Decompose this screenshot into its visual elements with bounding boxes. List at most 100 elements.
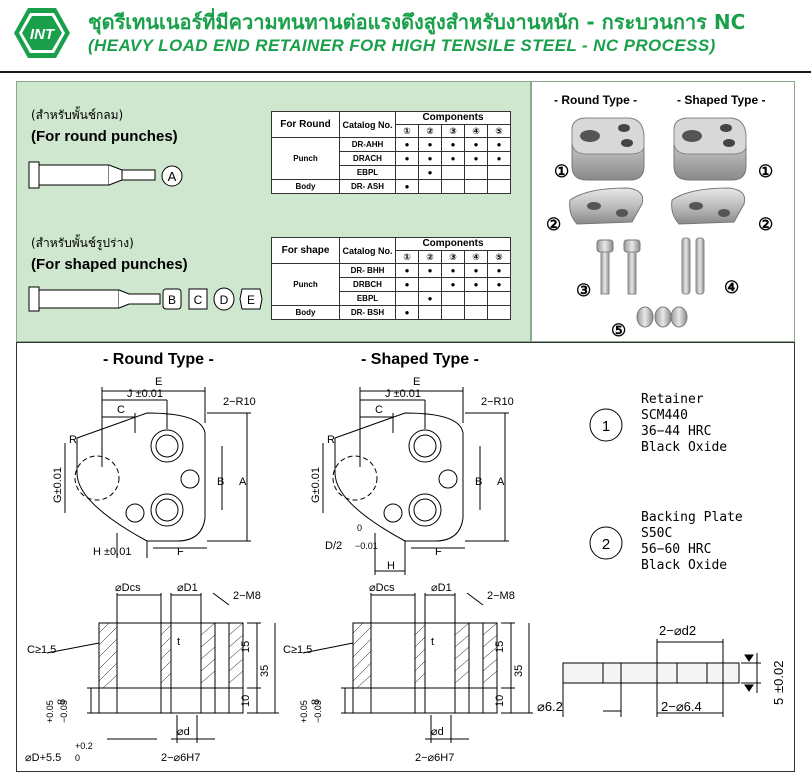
svg-text:C: C — [117, 404, 125, 416]
parts-illustration: ① ① ② ② ③ ④ ⑤ — [546, 117, 773, 340]
spec-backing-plate: Backing Plate S50C 56−60 HRC Black Oxide — [641, 510, 743, 573]
component-dot-cell — [395, 305, 419, 320]
title-english: (HEAVY LOAD END RETAINER FOR HIGH TENSIL… — [88, 36, 716, 55]
svg-text:8: 8 — [56, 699, 68, 705]
component-dot-cell — [418, 305, 442, 320]
round-section-labels: ⌀Dcs ⌀D1 2−M8 C≥1.5 t 15 35 10 +0.05 −0.… — [25, 582, 271, 764]
svg-text:2−R10: 2−R10 — [481, 396, 514, 408]
component-dot-cell — [487, 263, 511, 278]
svg-text:⌀D1: ⌀D1 — [177, 582, 198, 594]
svg-text:8: 8 — [310, 699, 322, 705]
svg-text:2−M8: 2−M8 — [233, 590, 261, 602]
component-dot-cell — [464, 151, 488, 166]
svg-text:E: E — [247, 293, 255, 307]
shape-b-icon — [162, 288, 182, 310]
svg-text:+0.05: +0.05 — [299, 700, 309, 723]
svg-text:⌀d: ⌀d — [431, 726, 444, 738]
round-label-thai: (สำหรับพั้นช์กลม) — [31, 108, 124, 122]
svg-text:R: R — [327, 434, 335, 446]
photo-label-3: ③ — [576, 281, 591, 300]
component-dot-cell — [487, 151, 511, 166]
drawing-shaped-title: - Shaped Type - — [361, 351, 479, 368]
component-dot-cell — [395, 179, 419, 194]
round-plan-view — [64, 387, 251, 558]
svg-text:2−⌀6H7: 2−⌀6H7 — [161, 752, 200, 764]
svg-text:10: 10 — [494, 695, 506, 707]
svg-text:F: F — [177, 546, 184, 558]
svg-text:A: A — [239, 476, 247, 488]
photo-label-2a: ② — [546, 215, 561, 234]
svg-text:⌀6.2: ⌀6.2 — [537, 699, 563, 714]
svg-text:−0.03: −0.03 — [313, 700, 323, 723]
svg-text:D/2: D/2 — [325, 540, 342, 552]
shaped-section-hatch — [352, 622, 498, 689]
svg-text:J ±0.01: J ±0.01 — [127, 388, 163, 400]
component-dot-cell — [487, 277, 511, 292]
component-dot-cell — [487, 291, 511, 306]
header-divider — [0, 71, 811, 73]
component-dot-cell — [418, 137, 442, 152]
photo-label-4: ④ — [724, 278, 739, 297]
svg-text:15: 15 — [494, 641, 506, 653]
dowel-pins-photo — [681, 237, 705, 295]
svg-text:2−M8: 2−M8 — [487, 590, 515, 602]
svg-text:C: C — [194, 293, 203, 307]
component-dot-cell — [441, 277, 465, 292]
svg-text:2−⌀6.4: 2−⌀6.4 — [661, 699, 702, 714]
spec-retainer: Retainer SCM440 36−44 HRC Black Oxide — [641, 392, 728, 455]
component-dot-cell — [418, 277, 442, 292]
svg-text:t: t — [177, 636, 180, 648]
photo-label-2b: ② — [758, 215, 773, 234]
bolts-photo — [596, 239, 641, 295]
svg-text:35: 35 — [513, 665, 525, 677]
table-row: EBPL — [272, 165, 511, 180]
svg-text:E: E — [155, 376, 162, 388]
svg-text:H ±0.01: H ±0.01 — [93, 546, 131, 558]
round-punch-drawing: A — [28, 161, 183, 189]
dimension-drawings: E J ±0.01 C 2−R10 R B A G±0.01 H ±0.01 F — [25, 376, 786, 764]
svg-text:±0.02: ±0.02 — [771, 661, 786, 693]
shape-e-icon — [239, 288, 263, 310]
component-dot-cell — [464, 137, 488, 152]
component-dot-cell — [418, 179, 442, 194]
svg-text:⌀d: ⌀d — [177, 726, 190, 738]
svg-text:−0.03: −0.03 — [59, 700, 69, 723]
shape-components-table: For shape Catalog No. Components ① ② ③ ④… — [271, 237, 511, 320]
header: INT ชุดรีเทนเนอร์ที่มีความทนทานต่อแรงดึง… — [0, 0, 811, 66]
component-dot-cell — [441, 291, 465, 306]
svg-text:D: D — [220, 293, 229, 307]
svg-text:F: F — [435, 546, 442, 558]
component-dot-cell — [487, 305, 511, 320]
selection-panel: (สำหรับพั้นช์กลม) (For round punches) A … — [16, 81, 531, 342]
table-row: DRBCH — [272, 277, 511, 292]
component-dot-cell — [464, 179, 488, 194]
svg-text:2−R10: 2−R10 — [223, 396, 256, 408]
spec-2-number: 2 — [602, 536, 610, 553]
component-dot-cell — [395, 277, 419, 292]
photo-shaped-title: - Shaped Type - — [677, 93, 766, 107]
component-dot-cell — [464, 291, 488, 306]
int-logo: INT — [14, 8, 70, 58]
component-dot-cell — [464, 165, 488, 180]
component-dot-cell — [418, 263, 442, 278]
svg-text:G±0.01: G±0.01 — [310, 467, 322, 503]
shaped-plan-view — [322, 387, 509, 575]
shaped-section-view — [302, 592, 533, 743]
set-screws-photo — [636, 306, 688, 328]
component-dot-cell — [395, 151, 419, 166]
retainer-round-photo — [571, 117, 645, 181]
svg-text:⌀Dcs: ⌀Dcs — [115, 582, 141, 594]
svg-text:C≥1.5: C≥1.5 — [283, 644, 312, 656]
round-section-hatch — [98, 622, 244, 689]
drawing-round-title: - Round Type - — [103, 351, 214, 368]
component-dot-cell — [464, 305, 488, 320]
shaped-label-english: (For shaped punches) — [31, 256, 188, 273]
component-dot-cell — [395, 165, 419, 180]
svg-text:2−⌀6H7: 2−⌀6H7 — [415, 752, 454, 764]
shaped-label-thai: (สำหรับพั้นช์รูปร่าง) — [31, 236, 134, 250]
svg-text:2−⌀d2: 2−⌀d2 — [659, 623, 696, 638]
component-dot-cell — [418, 151, 442, 166]
shaped-section-labels: ⌀Dcs ⌀D1 2−M8 C≥1.5 t 15 35 10 +0.05 −0.… — [283, 582, 525, 764]
svg-text:0: 0 — [357, 523, 362, 533]
